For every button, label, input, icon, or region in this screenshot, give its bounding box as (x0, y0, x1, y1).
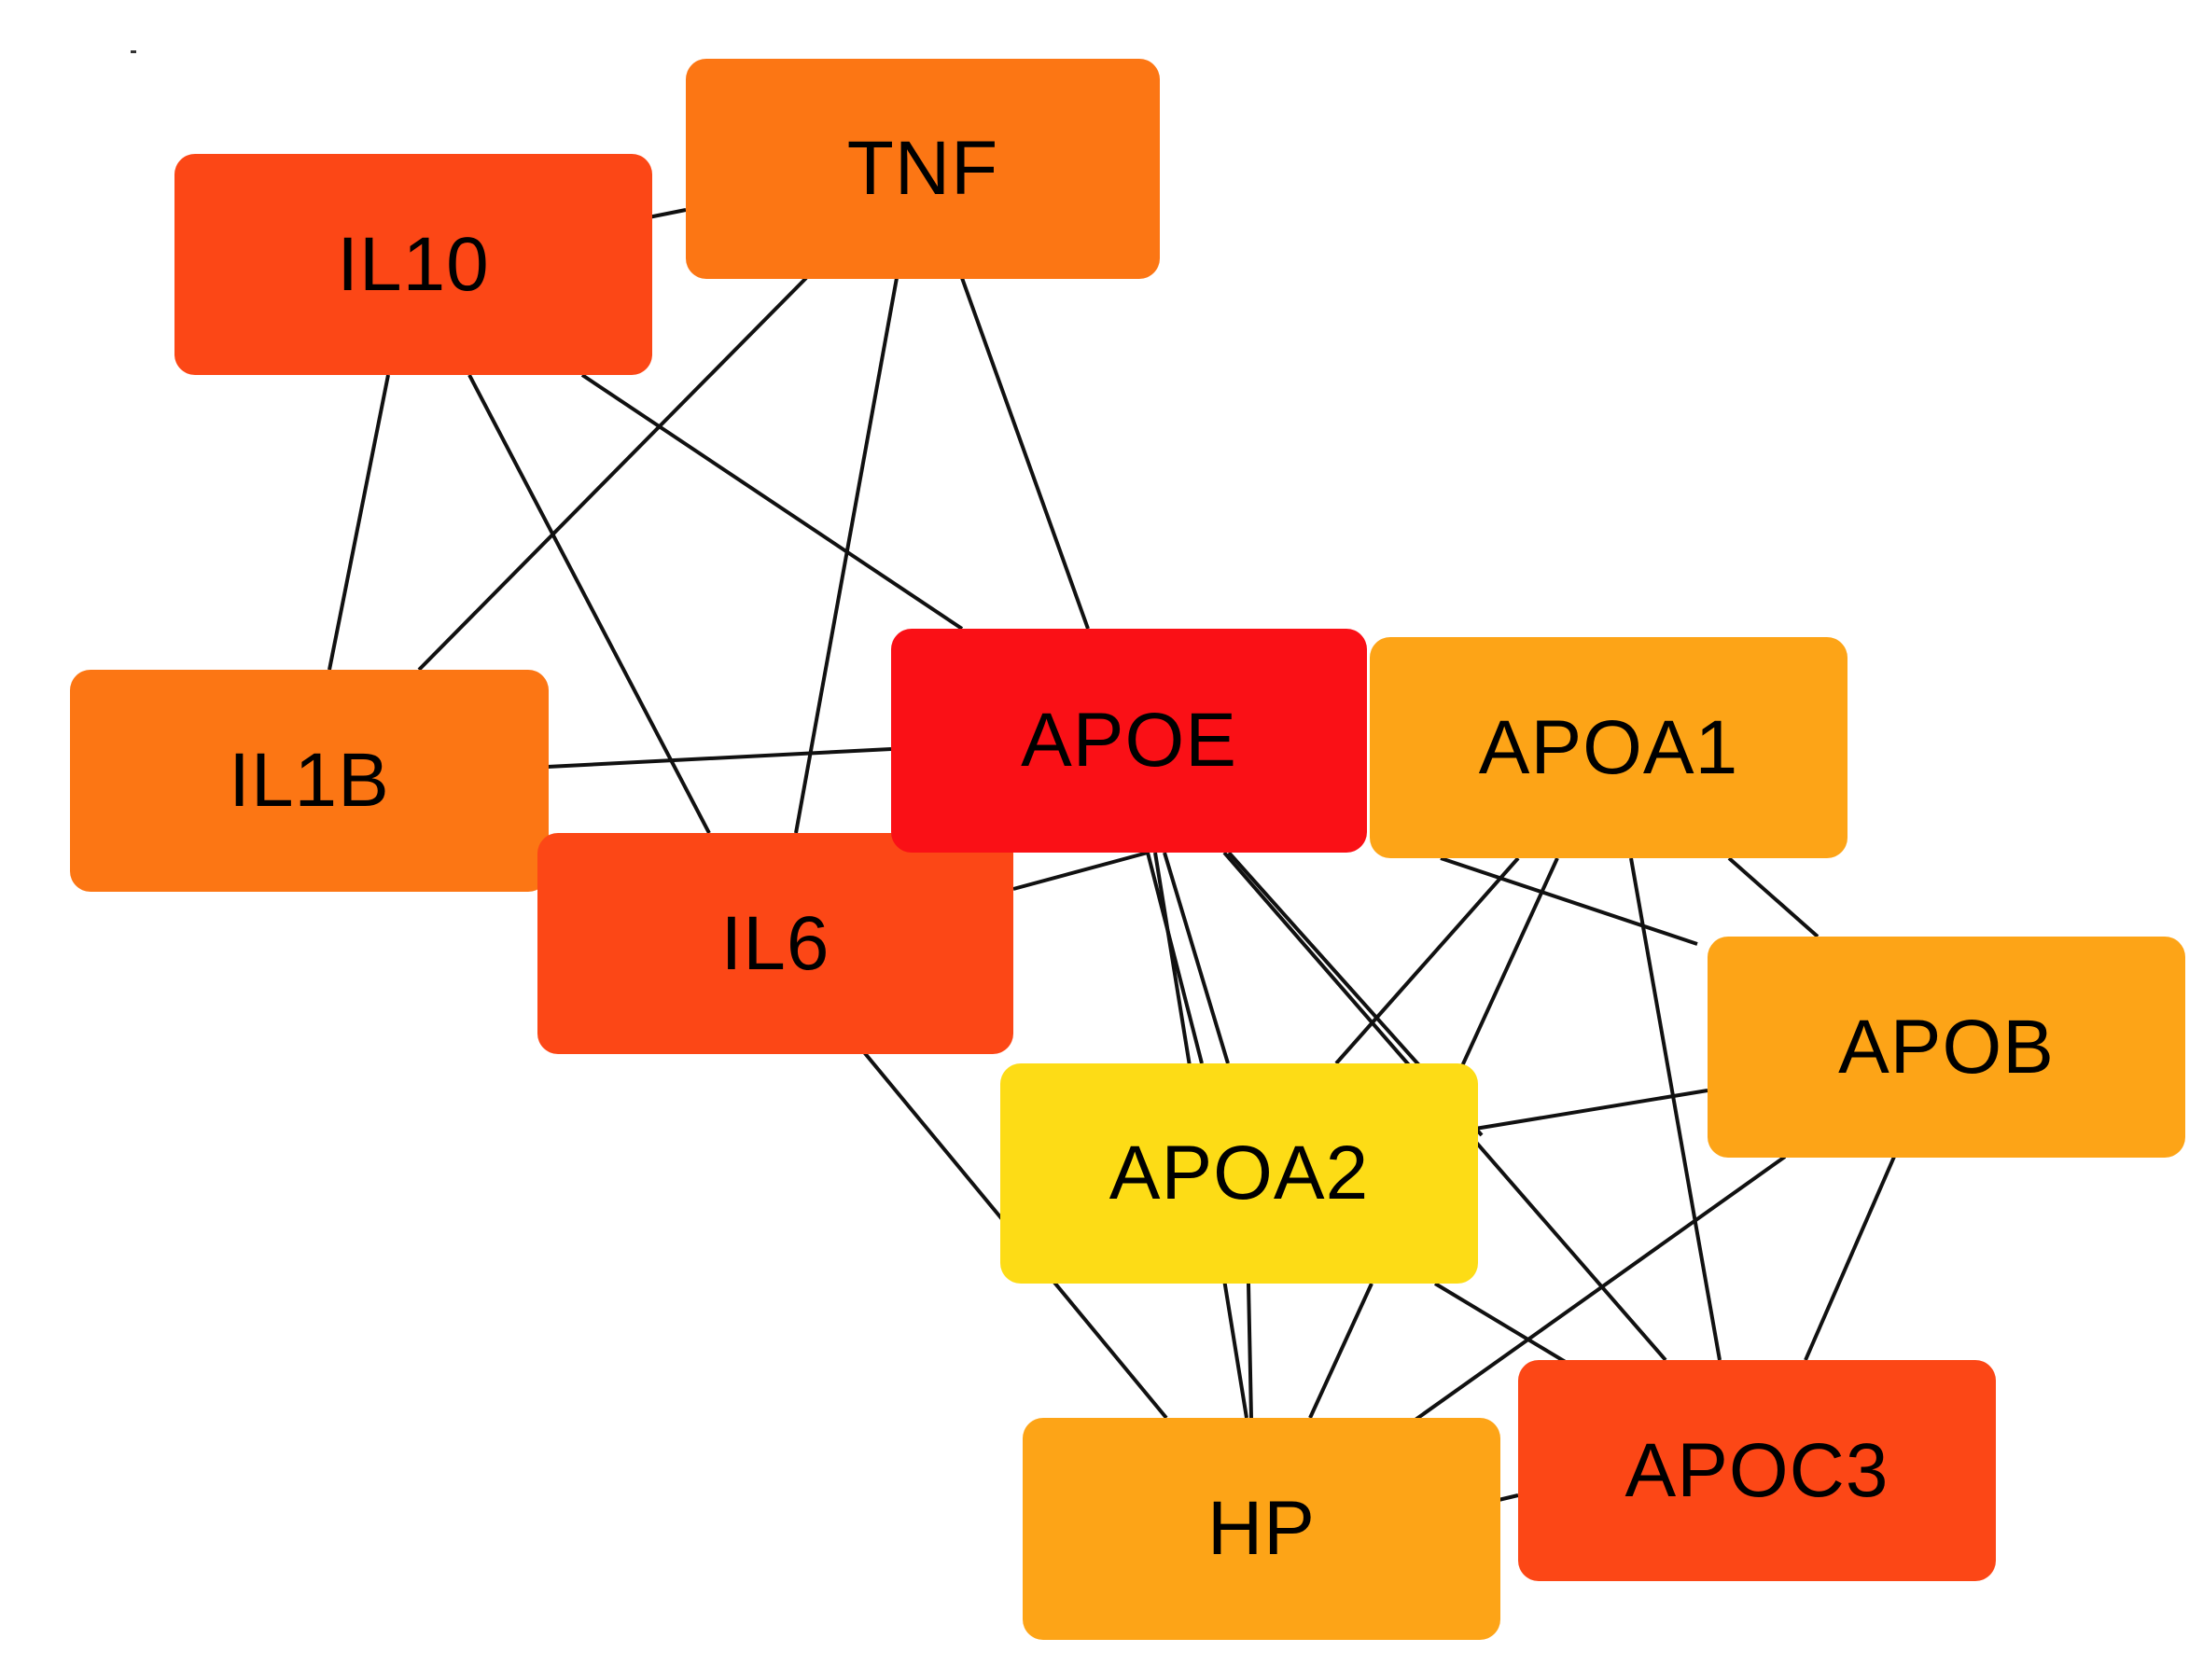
edge-apob-apoc3 (1804, 1156, 1896, 1361)
edge-apoa1-hp (1459, 857, 1559, 1069)
node-label: APOE (1021, 698, 1237, 783)
edge-apoa1-apob (1440, 856, 1698, 946)
node-label: TNF (846, 126, 999, 211)
edge-tnf-il1b (417, 276, 808, 672)
node-il1b[interactable]: IL1B (70, 670, 549, 892)
edge-hp-apoc3 (1498, 1493, 1519, 1502)
edge-apoa1-apob-2 (1727, 856, 1820, 938)
edge-apoa2-hp (1247, 1283, 1253, 1419)
edge-apoe-hp-2 (1163, 852, 1230, 1064)
edge-apoa2-apoc3 (1433, 1282, 1570, 1366)
edge-il10-il1b (328, 374, 390, 671)
edge-apob-apoa2 (1474, 1089, 1708, 1131)
edge-il6-apoe (1012, 851, 1149, 891)
edge-tnf-il6 (794, 277, 899, 834)
node-label: APOA1 (1478, 704, 1739, 790)
edge-il10-il6 (467, 374, 711, 834)
node-hp[interactable]: HP (1023, 1418, 1500, 1640)
node-il10[interactable]: IL10 (174, 154, 652, 375)
stray-mark (131, 50, 136, 53)
node-label: IL10 (337, 221, 490, 307)
node-apob[interactable]: APOB (1708, 937, 2185, 1158)
node-label: APOA2 (1108, 1131, 1370, 1215)
node-tnf[interactable]: TNF (686, 59, 1160, 279)
edge-il10-apoe (580, 373, 964, 631)
edge-apoa2-hp-2 (1308, 1283, 1373, 1419)
node-label: IL1B (229, 738, 390, 823)
node-apoe[interactable]: APOE (891, 629, 1367, 853)
node-label: APOB (1838, 1004, 2055, 1090)
node-label: IL6 (720, 900, 830, 986)
edge-apoa1-apoa2 (1334, 856, 1520, 1065)
edge-apob-hp (1411, 1155, 1787, 1423)
node-apoa1[interactable]: APOA1 (1370, 637, 1847, 858)
node-label: APOC3 (1624, 1427, 1889, 1513)
edge-il1b-apoe (547, 747, 892, 769)
node-apoc3[interactable]: APOC3 (1518, 1360, 1996, 1581)
edge-apoe-apoa2 (1146, 852, 1204, 1064)
node-il6[interactable]: IL6 (537, 833, 1013, 1054)
edge-apoa1-apoc3 (1629, 857, 1722, 1361)
edge-tnf-apoe (960, 277, 1090, 630)
node-apoa2[interactable]: APOA2 (1000, 1063, 1478, 1284)
node-label: HP (1207, 1486, 1316, 1571)
